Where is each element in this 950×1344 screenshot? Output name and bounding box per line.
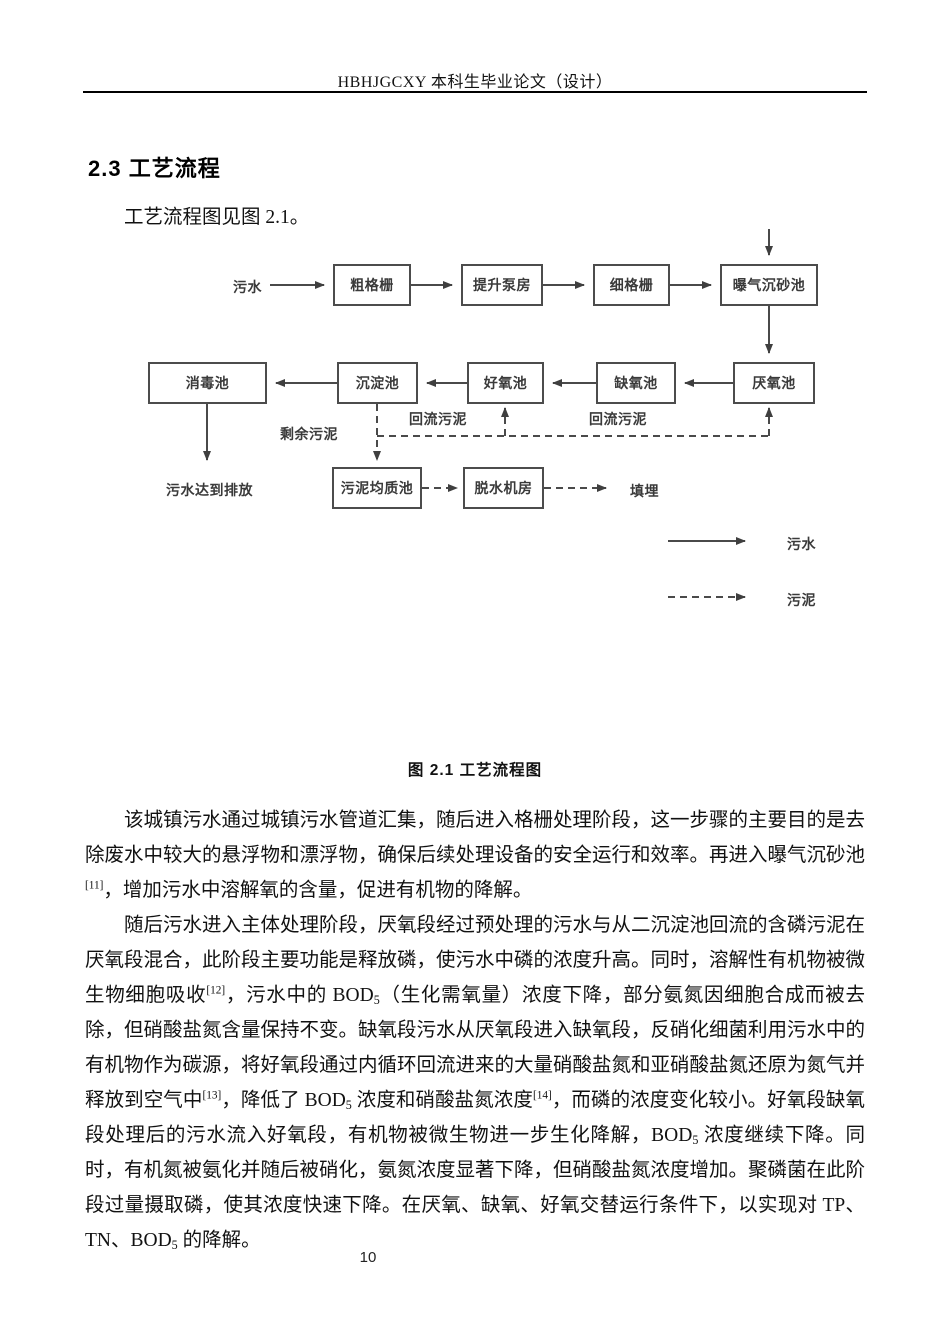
- text-run: 该城镇污水通过城镇污水管道汇集，随后进入格栅处理阶段，这一步骤的主要目的是去除废…: [85, 810, 866, 866]
- flow-box-anaerobic-tank: 厌氧池: [733, 362, 815, 404]
- text-run: 的降解。: [177, 1230, 261, 1251]
- subscript: 5: [692, 1133, 699, 1148]
- flow-box-lift-pump-house: 提升泵房: [461, 264, 543, 306]
- flow-box-aerated-grit-chamber: 曝气沉砂池: [720, 264, 818, 306]
- flow-box-fine-screen: 细格栅: [593, 264, 670, 306]
- label-effluent: 污水达到排放: [166, 482, 253, 498]
- text-run: ，污水中的 BOD: [225, 985, 374, 1006]
- citation-ref: [14]: [532, 1089, 552, 1102]
- subscript: 5: [373, 993, 380, 1008]
- flow-box-dewatering-room: 脱水机房: [463, 467, 544, 509]
- section-heading: 2.3 工艺流程: [88, 156, 221, 181]
- flow-box-sedimentation-tank: 沉淀池: [337, 362, 418, 404]
- label-landfill: 填埋: [630, 483, 659, 499]
- subscript: 5: [171, 1238, 178, 1253]
- figure-caption: 图 2.1 工艺流程图: [407, 762, 543, 779]
- subscript: 5: [345, 1098, 352, 1113]
- text-run: 随后污水进入主体处理阶段，厌氧段经过预处理的污水与从二沉淀池回流的含磷污泥在厌氧…: [85, 915, 866, 1006]
- legend-wastewater-label: 污水: [787, 536, 816, 552]
- text-run: 浓度继续下降。同时，有机氮被氨化并随后被硝化，氨氮浓度显著下降，但硝酸盐氮浓度增…: [85, 1125, 866, 1251]
- body-text: 该城镇污水通过城镇污水管道汇集，随后进入格栅处理阶段，这一步骤的主要目的是去除废…: [85, 803, 865, 1258]
- text-run: ，降低了 BOD: [221, 1090, 346, 1111]
- flowchart-connectors: [203, 229, 773, 601]
- running-header: HBHJGCXY 本科生毕业论文（设计）: [337, 74, 613, 91]
- citation-ref: [13]: [202, 1089, 222, 1102]
- label-return-sludge-left: 回流污泥: [409, 411, 467, 427]
- flow-box-aerobic-tank: 好氧池: [467, 362, 544, 404]
- text-run: ，增加污水中溶解氧的含量，促进有机物的降解。: [103, 880, 533, 901]
- citation-ref: [11]: [85, 879, 104, 892]
- header-rule: [83, 91, 867, 93]
- label-influent: 污水: [233, 279, 262, 295]
- text-run: 浓度和硝酸盐氮浓度: [351, 1090, 533, 1111]
- legend-sludge-label: 污泥: [787, 592, 816, 608]
- body-paragraph: 随后污水进入主体处理阶段，厌氧段经过预处理的污水与从二沉淀池回流的含磷污泥在厌氧…: [85, 908, 865, 1258]
- section-intro: 工艺流程图见图 2.1。: [124, 207, 310, 228]
- body-paragraph: 该城镇污水通过城镇污水管道汇集，随后进入格栅处理阶段，这一步骤的主要目的是去除废…: [85, 803, 865, 908]
- label-return-sludge-right: 回流污泥: [589, 411, 647, 427]
- citation-ref: [12]: [206, 984, 226, 997]
- flow-box-sludge-homogenization-tank: 污泥均质池: [332, 467, 422, 509]
- text-run: （生化需氧量）浓度下降，部分氨氮因细胞合成而被去除，但硝酸盐氮含量保持不变。缺氧…: [85, 985, 866, 1111]
- flow-box-coarse-screen: 粗格栅: [333, 264, 411, 306]
- label-excess-sludge: 剩余污泥: [280, 426, 338, 442]
- process-flow-diagram: 粗格栅 提升泵房 细格栅 曝气沉砂池 消毒池 沉淀池 好氧池 缺氧池 厌氧池 污…: [148, 229, 818, 608]
- flow-box-anoxic-tank: 缺氧池: [596, 362, 676, 404]
- page-number: 10: [359, 1249, 377, 1266]
- flow-box-disinfection-tank: 消毒池: [148, 362, 267, 404]
- text-run: ，而磷的浓度变化较小。好氧段缺氧段处理后的污水流入好氧段，有机物被微生物进一步生…: [85, 1090, 865, 1146]
